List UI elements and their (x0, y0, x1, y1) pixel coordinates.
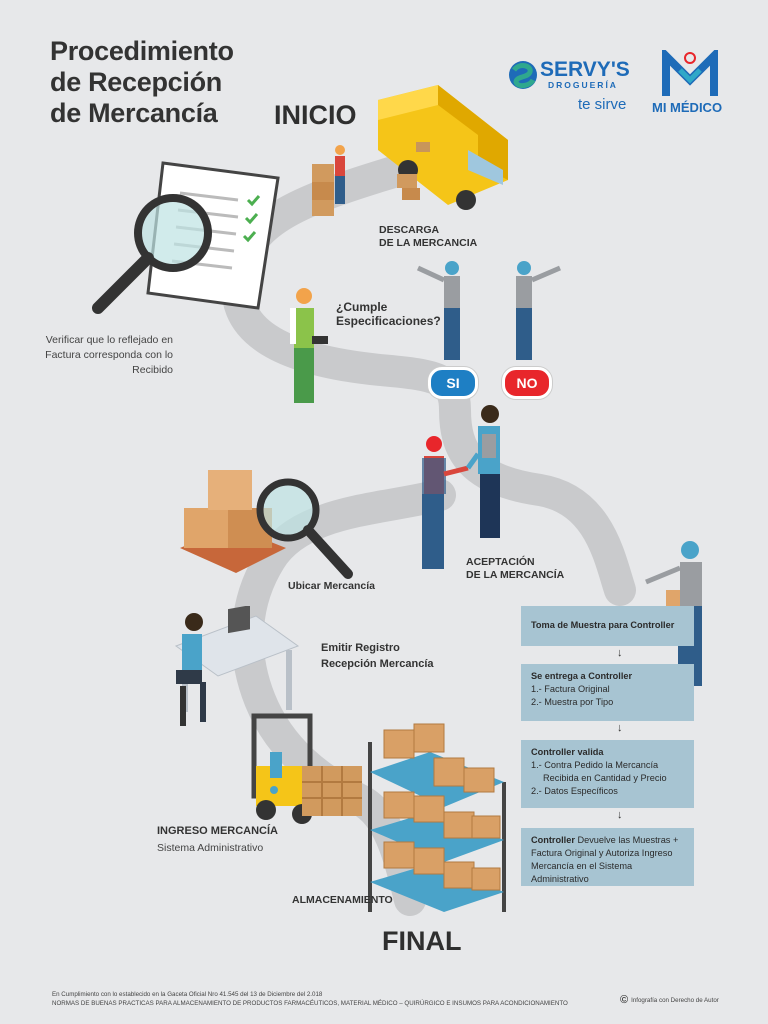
mimedico-name: MI MÉDICO (652, 100, 723, 115)
controller-step-2-item2: 2.- Muestra por Tipo (531, 697, 614, 707)
yes-badge: SI (428, 367, 478, 399)
end-label: FINAL (382, 926, 462, 956)
spec-question-line1: ¿Cumple (336, 300, 388, 314)
servys-logo-icon (509, 61, 537, 89)
servys-name: SERVY'S (540, 58, 630, 81)
emit-record-label: Emitir Registro Recepción Mercancía (321, 640, 434, 672)
worker-unloading-illustration (312, 145, 420, 216)
unloading-label-line2: DE LA MERCANCIA (379, 237, 478, 249)
mimedico-logo: MI MÉDICO (652, 50, 732, 118)
title-line-3: de Mercancía (50, 98, 218, 128)
title-line-1: Procedimiento (50, 36, 234, 66)
verify-line2: Factura corresponda con lo (45, 349, 173, 361)
controller-step-3-item1: 1.- Contra Pedido la Mercancía (531, 760, 659, 770)
locate-goods-label: Ubicar Mercancía (288, 580, 375, 592)
servys-tagline: te sirve (578, 96, 627, 113)
controller-step-4-line1: Factura Original y Autoriza Ingreso (531, 848, 673, 858)
controller-step-4-line2: Mercancía en el Sistema Administrativo (531, 861, 633, 884)
unloading-label-line1: DESCARGA (379, 224, 440, 236)
controller-step-2: Se entrega a Controller 1.- Factura Orig… (521, 664, 694, 721)
unloading-label: DESCARGA DE LA MERCANCIA (379, 224, 477, 250)
controller-step-3: Controller valida 1.- Contra Pedido la M… (521, 740, 694, 808)
mimedico-logo-icon (662, 50, 718, 96)
page-title: Procedimiento de Recepción de Mercancía (50, 36, 234, 129)
footer-line1: En Cumplimiento con lo establecido en la… (52, 991, 323, 998)
controller-step-3-title: Controller valida (531, 747, 604, 757)
verify-invoice-text: Verificar que lo reflejado en Factura co… (20, 333, 173, 378)
footer-line2: NORMAS DE BUENAS PRACTICAS PARA ALMACENA… (52, 1000, 568, 1007)
acceptance-label: ACEPTACIÓN DE LA MERCANCÍA (466, 556, 564, 582)
decision-workers-illustration (416, 261, 561, 360)
storage-label: ALMACENAMIENTO (292, 894, 393, 906)
system-entry-title: INGRESO MERCANCÍA (157, 825, 279, 837)
controller-step-3-item2: Recibida en Cantidad y Precio (543, 773, 667, 783)
acceptance-line2: DE LA MERCANCÍA (466, 569, 565, 581)
servys-sub: DROGUERÍA (548, 80, 618, 90)
inspector-illustration (290, 288, 328, 403)
system-entry-subtitle: Sistema Administrativo (157, 842, 264, 854)
controller-step-1: Toma de Muestra para Controller (521, 606, 694, 646)
emit-record-line2: Recepción Mercancía (321, 658, 434, 670)
system-entry-label: INGRESO MERCANCÍA Sistema Administrativo (157, 825, 278, 856)
controller-step-1-title: Toma de Muestra para Controller (531, 620, 675, 630)
handshake-illustration (422, 405, 500, 569)
copyright-notice: © Infografía con Derecho de Autor (620, 994, 719, 1006)
controller-step-4: Controller Devuelve las Muestras + Factu… (521, 828, 694, 886)
storage-shelf-illustration (368, 723, 506, 912)
spec-question-line2: Especificaciones? (336, 314, 441, 328)
copyright-icon: © (620, 994, 629, 1006)
copyright-text: Infografía con Derecho de Autor (631, 997, 719, 1004)
arrow-1: ↓ (617, 647, 623, 659)
forklift-illustration (251, 713, 362, 824)
controller-step-2-item1: 1.- Factura Original (531, 684, 610, 694)
controller-step-3-item3: 2.- Datos Específicos (531, 786, 618, 796)
acceptance-line1: ACEPTACIÓN (466, 556, 535, 568)
verify-line3: Recibido (132, 364, 173, 376)
invoice-check-illustration (92, 161, 280, 314)
footer-legal: En Cumplimiento con lo establecido en la… (52, 990, 568, 1008)
start-label: INICIO (274, 100, 357, 130)
emit-record-line1: Emitir Registro (321, 642, 400, 654)
arrow-2: ↓ (617, 722, 623, 734)
arrow-3: ↓ (617, 809, 623, 821)
controller-step-4-title: Controller (531, 835, 575, 845)
desk-worker-illustration (174, 606, 300, 726)
spec-question-label: ¿Cumple Especificaciones? (336, 300, 441, 328)
servys-logo: SERVY'S DROGUERÍA te sirve (508, 56, 633, 118)
controller-step-2-title: Se entrega a Controller (531, 671, 633, 681)
title-line-2: de Recepción (50, 67, 222, 97)
controller-step-4-text: Devuelve las Muestras + (574, 835, 679, 845)
verify-line1: Verificar que lo reflejado en (45, 334, 173, 346)
locate-goods-illustration (180, 470, 353, 579)
no-badge: NO (502, 367, 552, 399)
